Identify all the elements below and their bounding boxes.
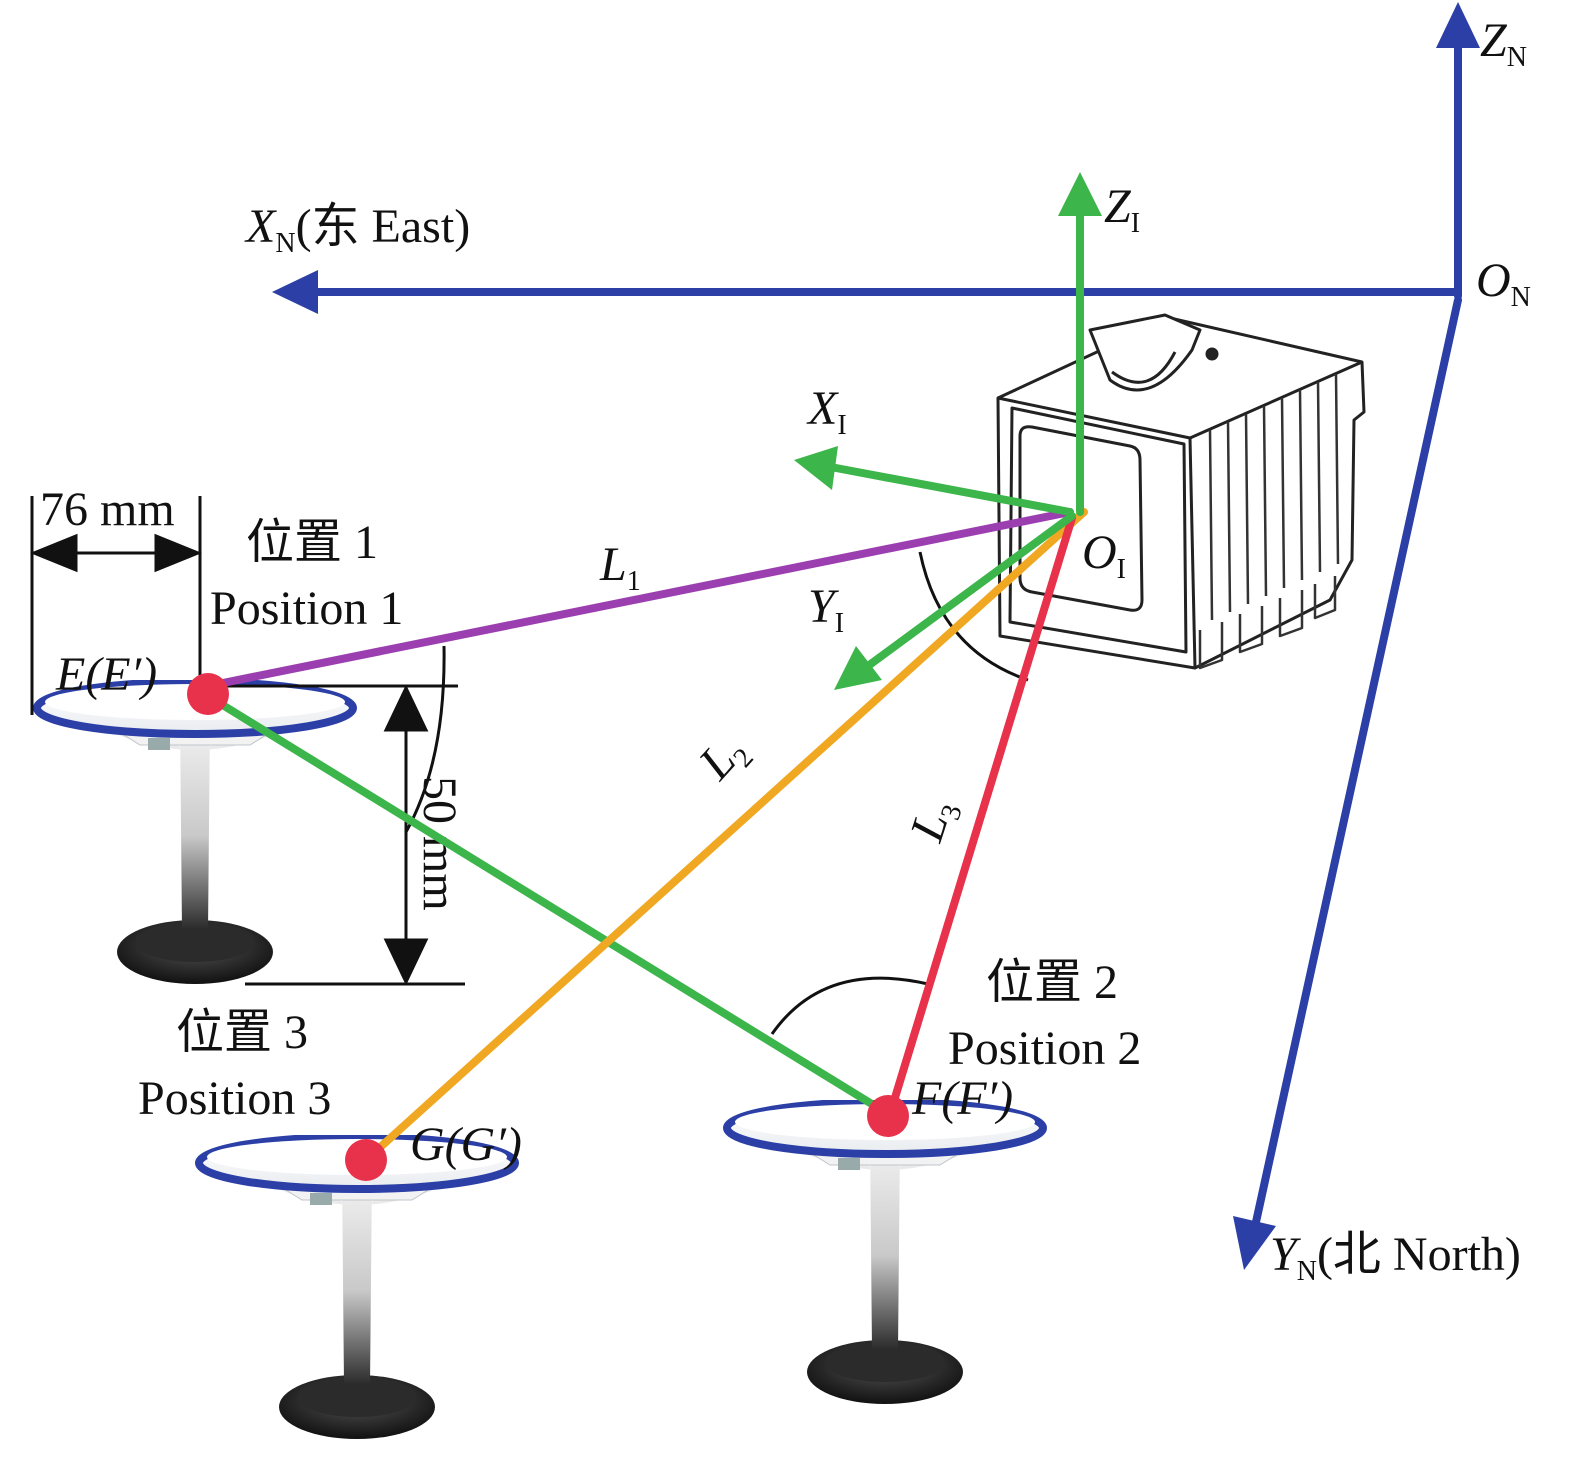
nav-z-label: ZN xyxy=(1480,14,1527,73)
point-e-label: E(E′) xyxy=(55,648,157,701)
point-f xyxy=(867,1095,909,1137)
imu-y-label: YI xyxy=(808,580,844,639)
imu-origin-label: OI xyxy=(1082,526,1126,585)
imu-x-arrowhead xyxy=(794,446,838,490)
imu-frame xyxy=(794,172,1102,690)
point-e xyxy=(187,673,229,715)
angle-arc-f xyxy=(770,976,929,1035)
nav-z-arrowhead xyxy=(1436,2,1480,48)
nav-origin-label: ON xyxy=(1476,254,1531,313)
position-2-cn: 位置 2 xyxy=(986,956,1118,1009)
width-dimension-label: 76 mm xyxy=(40,483,175,536)
nav-x-arrowhead xyxy=(272,270,318,314)
segment-l1-label: L1 xyxy=(599,538,641,597)
segment-l3-label: L3 xyxy=(900,792,969,850)
segment-ef xyxy=(204,692,892,1118)
point-f-label: F(F′) xyxy=(911,1072,1013,1125)
segment-l1 xyxy=(204,508,1074,690)
position-2-en: Position 2 xyxy=(948,1022,1141,1075)
imu-y-arrowhead xyxy=(834,646,882,690)
height-dimension xyxy=(205,684,465,986)
gnss-antenna-icon xyxy=(37,682,353,984)
gnss-antenna-icon xyxy=(199,1137,515,1439)
point-g-label: G(G′) xyxy=(410,1118,522,1171)
antenna-position-3 xyxy=(199,1137,515,1439)
segment-l2 xyxy=(362,508,1088,1164)
imu-x-label: XI xyxy=(806,382,847,441)
position-3-en: Position 3 xyxy=(138,1072,331,1125)
nav-x-label: XN(东 East) xyxy=(244,200,470,259)
imu-z-label: ZI xyxy=(1104,180,1140,239)
antenna-position-1 xyxy=(37,682,353,984)
imu-box-icon xyxy=(996,313,1366,670)
gnss-antenna-icon xyxy=(727,1102,1043,1404)
imu-z-arrowhead xyxy=(1058,172,1102,216)
navigation-frame xyxy=(272,2,1480,1270)
nav-y-axis xyxy=(1252,296,1462,1226)
segment-l3 xyxy=(886,514,1076,1118)
width-dimension xyxy=(30,496,202,715)
position-1-en: Position 1 xyxy=(210,582,403,635)
angle-arc-o xyxy=(918,551,1029,682)
position-3-cn: 位置 3 xyxy=(176,1006,308,1059)
point-g xyxy=(345,1139,387,1181)
imu-x-axis xyxy=(832,464,1074,516)
segment-l2-label: L2 xyxy=(688,724,760,794)
nav-y-arrowhead xyxy=(1233,1216,1276,1270)
nav-y-label: YN(北 North) xyxy=(1270,1228,1521,1287)
imu-y-axis xyxy=(864,512,1076,670)
angle-arc-e xyxy=(404,645,446,833)
antenna-position-2 xyxy=(727,1102,1043,1404)
position-1-cn: 位置 1 xyxy=(246,516,378,569)
